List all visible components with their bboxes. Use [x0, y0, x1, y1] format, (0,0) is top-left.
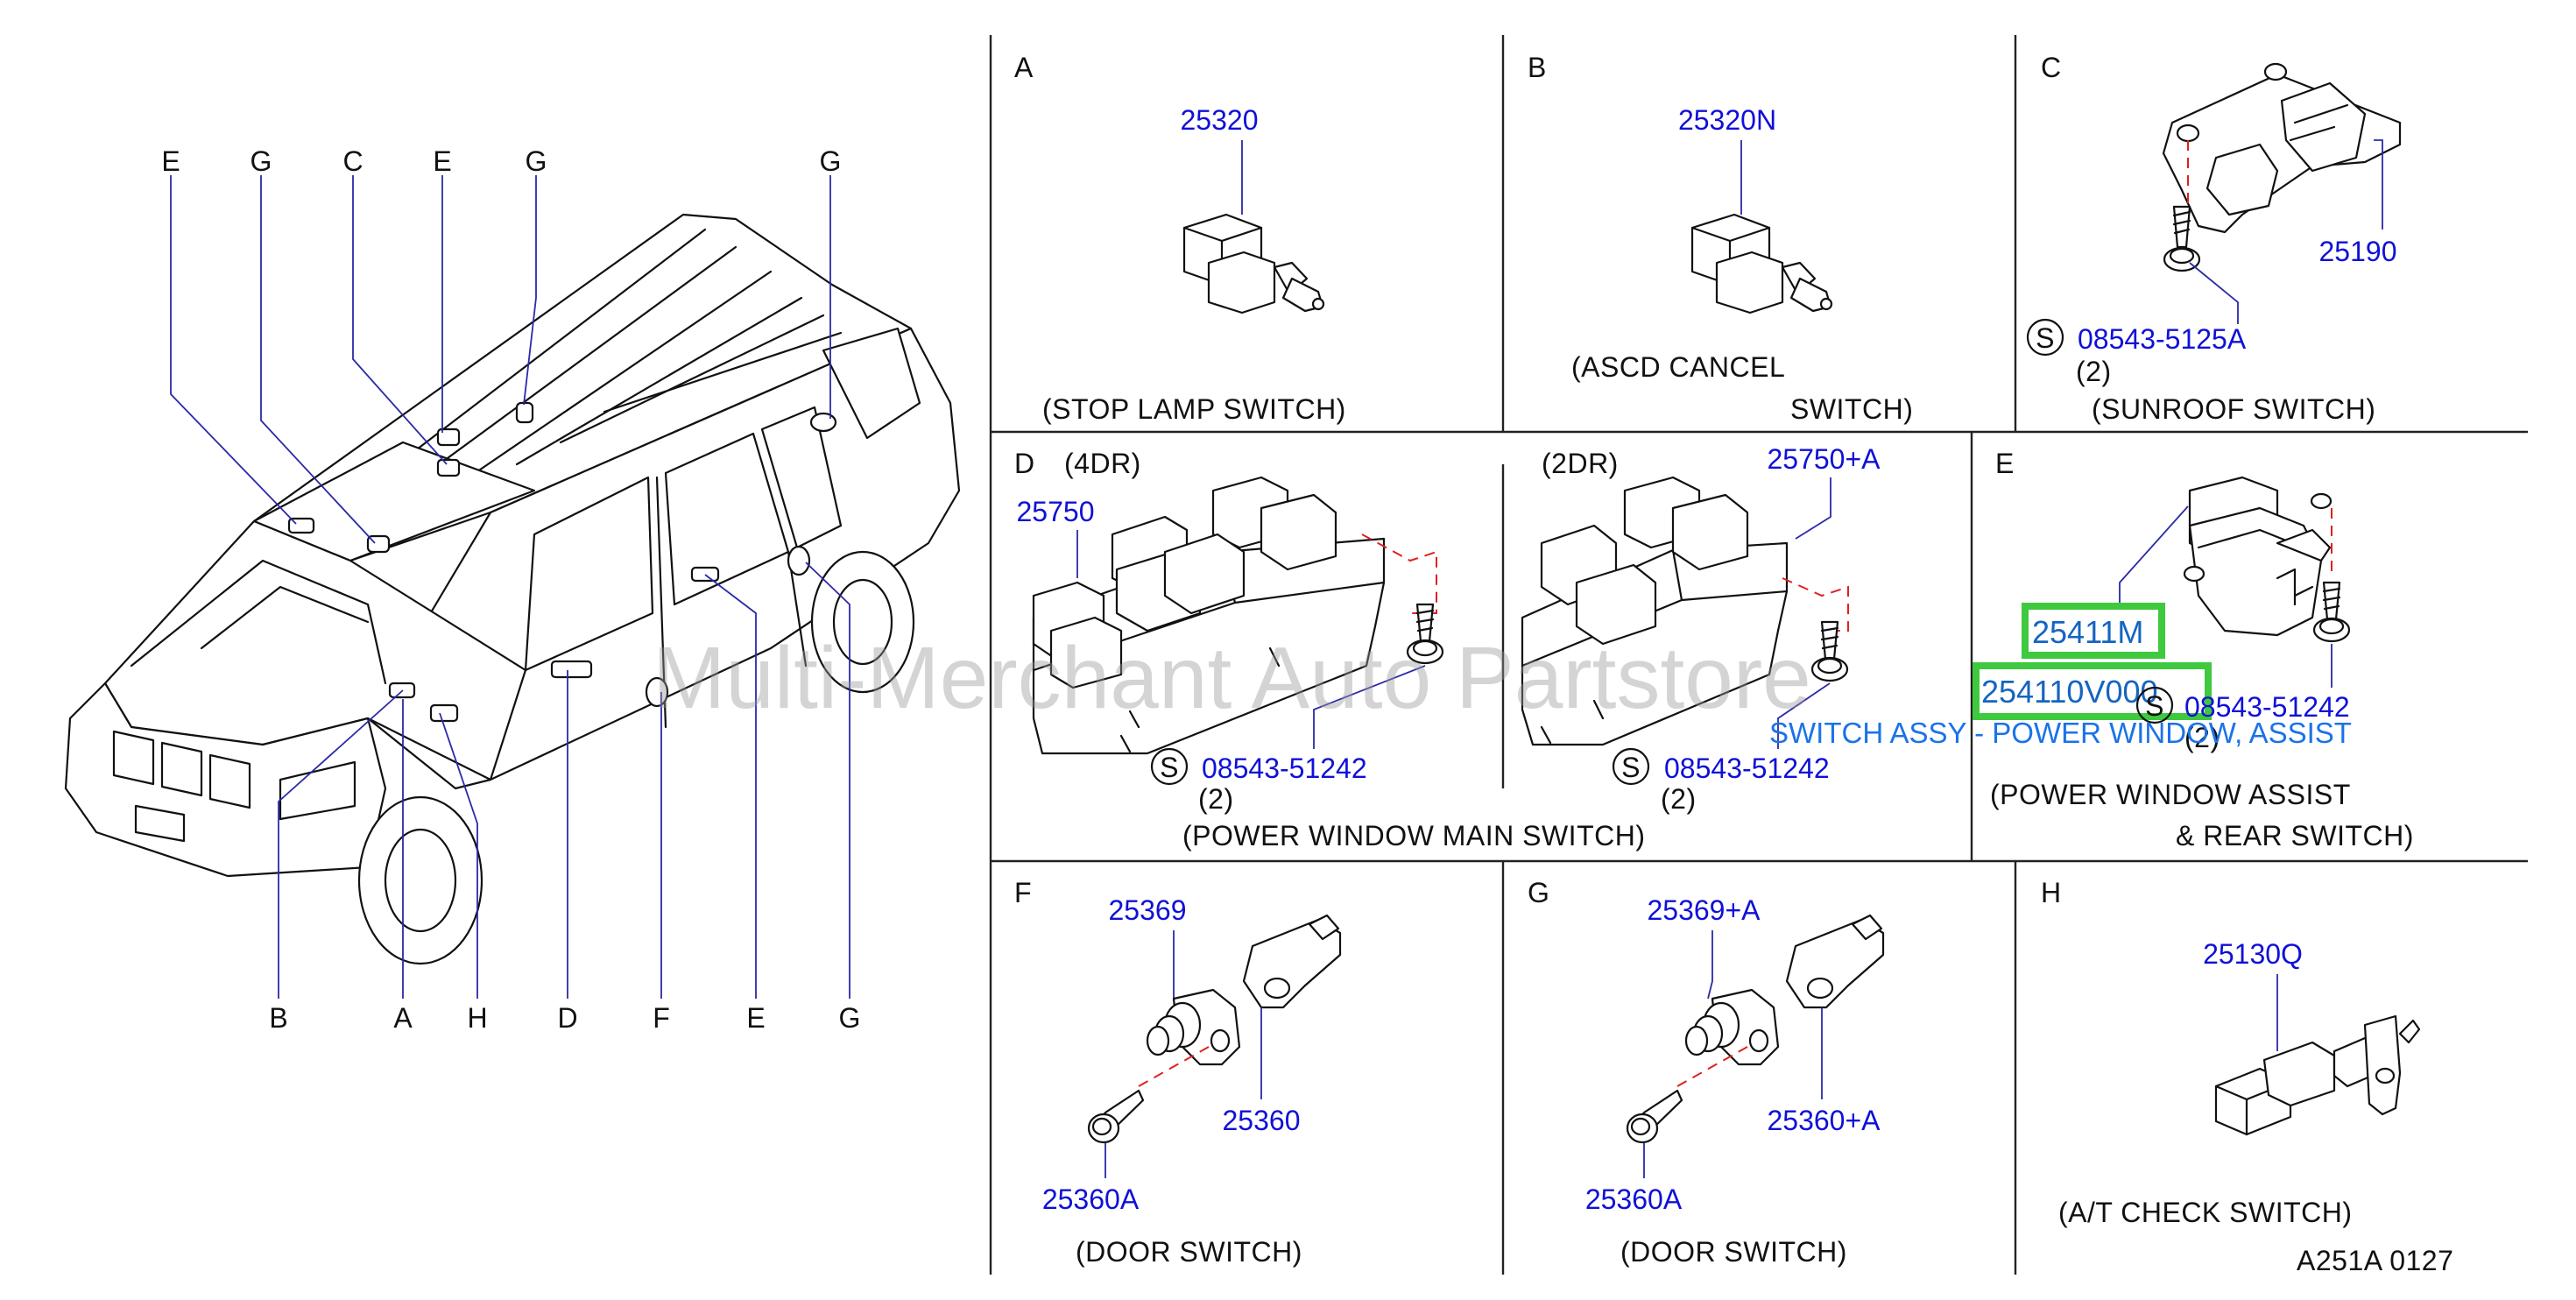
panel-e-part-number[interactable]: 25411M	[2032, 614, 2143, 650]
car-label-bottom-7: G	[839, 1002, 861, 1034]
panel-f-switch-part-number[interactable]: 25369	[1109, 894, 1187, 926]
panel-e-caption-line2: & REAR SWITCH)	[2176, 820, 2414, 851]
door-switch-g-drawing	[1684, 914, 1885, 1066]
power-window-main-switch-4dr-drawing	[1032, 476, 1386, 755]
sunroof-switch-drawing	[2162, 62, 2402, 234]
car-label-bottom-5: F	[653, 1002, 670, 1034]
panel-d-letter: D	[1014, 448, 1035, 479]
car-label-bottom-1: B	[269, 1002, 287, 1034]
car-label-top-5: G	[526, 145, 547, 177]
panel-g-letter: G	[1528, 877, 1549, 908]
panel-g-screw-part-number[interactable]: 25360A	[1585, 1183, 1683, 1215]
panel-d-variant-2dr: (2DR)	[1542, 448, 1619, 479]
door-switch-f-drawing	[1146, 914, 1342, 1066]
panel-h-part-number[interactable]: 25130Q	[2203, 938, 2303, 970]
panel-e-part-highlight-box	[2022, 603, 2165, 659]
vehicle-leaders	[170, 175, 850, 999]
ascd-cancel-switch-drawing	[1690, 213, 1833, 314]
panel-b-letter: B	[1528, 52, 1547, 83]
panel-d-4dr-screw-qty: (2)	[1198, 783, 1234, 815]
at-check-switch-drawing	[2214, 1014, 2421, 1136]
vehicle-illustration	[64, 213, 961, 965]
panel-d: D (4DR) (2DR) 25750 S 08543-5	[1014, 443, 1881, 851]
panel-e-alt-part-highlight-box	[1973, 662, 2212, 720]
panel-d-2dr-screw-symbol-circle	[1612, 747, 1650, 786]
panel-h-letter: H	[2041, 877, 2062, 908]
panel-h: H 25130Q (A/T CHECK SWITCH) A251A 0127	[2041, 877, 2453, 1276]
car-label-bottom-2: A	[393, 1002, 413, 1034]
panel-c-screw-symbol-circle	[2026, 318, 2064, 357]
panel-f-bracket-part-number[interactable]: 25360	[1223, 1105, 1301, 1136]
panel-f-screw-part-number[interactable]: 25360A	[1042, 1183, 1140, 1215]
panel-e-letter: E	[1995, 448, 2015, 479]
panel-a: A 25320 (STOP LAMP SWITCH)	[1014, 52, 1346, 425]
car-label-top-2: G	[251, 145, 272, 177]
panel-a-letter: A	[1014, 52, 1034, 83]
power-window-main-switch-2dr-drawing	[1521, 476, 1789, 746]
panel-g-caption: (DOOR SWITCH)	[1620, 1236, 1847, 1268]
panel-f-letter: F	[1014, 877, 1032, 908]
diagram-code: A251A 0127	[2297, 1245, 2453, 1276]
panel-c: C 25190 S 08543-5125A (2) (SUNROOF SWITC…	[2026, 52, 2402, 425]
car-label-bottom-6: E	[746, 1002, 765, 1034]
watermark-text: Multi-Merchant Auto Partstore	[653, 629, 1811, 727]
panel-d-4dr-screw-drawing	[1406, 603, 1444, 665]
door-switch-g-screw-drawing	[1626, 1089, 1683, 1144]
panel-g: G 25369+A 25360+A 25360A (DOOR SWITCH)	[1528, 877, 1885, 1268]
panel-e-caption-line1: (POWER WINDOW ASSIST	[1990, 779, 2351, 810]
panel-d-caption: (POWER WINDOW MAIN SWITCH)	[1182, 820, 1645, 851]
panel-c-screw-qty: (2)	[2076, 356, 2112, 387]
panel-d-4dr-part-number[interactable]: 25750	[1017, 496, 1095, 527]
panel-a-caption: (STOP LAMP SWITCH)	[1042, 393, 1346, 425]
door-switch-f-screw-drawing	[1087, 1089, 1145, 1144]
stop-lamp-switch-drawing	[1182, 213, 1325, 314]
panel-grid	[989, 35, 2528, 1275]
panel-b-part-number[interactable]: 25320N	[1678, 104, 1776, 136]
panel-d-2dr-screw-qty: (2)	[1661, 783, 1697, 815]
panel-e-screw-qty: (2)	[2184, 722, 2220, 753]
car-label-top-4: E	[433, 145, 451, 177]
panel-d-variant-4dr: (4DR)	[1064, 448, 1141, 479]
car-label-bottom-4: D	[557, 1002, 577, 1034]
car-label-bottom-3: H	[467, 1002, 487, 1034]
panel-b-caption-line1: (ASCD CANCEL	[1571, 351, 1785, 383]
power-window-assist-switch-drawing	[2183, 476, 2333, 637]
panel-d-4dr-screw-symbol: S	[1160, 752, 1179, 783]
panel-f: F 25369 25360 25360A (DOOR SWITCH)	[1014, 877, 1342, 1268]
panel-h-caption: (A/T CHECK SWITCH)	[2058, 1197, 2353, 1228]
panel-e-screw-symbol-circle	[2135, 686, 2174, 724]
panel-c-caption: (SUNROOF SWITCH)	[2092, 393, 2375, 425]
panel-d-2dr-part-number[interactable]: 25750+A	[1767, 443, 1881, 475]
panel-f-caption: (DOOR SWITCH)	[1076, 1236, 1302, 1268]
panel-g-bracket-part-number[interactable]: 25360+A	[1767, 1105, 1881, 1136]
vehicle-callout-labels: E G C E G G B A H D F E G	[161, 145, 860, 1034]
panel-c-letter: C	[2041, 52, 2062, 83]
panel-g-switch-part-number[interactable]: 25369+A	[1647, 894, 1761, 926]
panel-b-caption-line2: SWITCH)	[1790, 393, 1913, 425]
panel-d-2dr-screw-symbol: S	[1621, 752, 1641, 783]
panel-e-annotation: SWITCH ASSY - POWER WINDOW, ASSIST	[1769, 717, 2352, 749]
panel-e-screw-drawing	[2312, 581, 2351, 643]
car-label-top-3: C	[342, 145, 363, 177]
panel-d-4dr-screw-part-number[interactable]: 08543-51242	[1202, 752, 1367, 784]
panel-d-4dr-screw-symbol-circle	[1150, 747, 1189, 786]
panel-a-part-number[interactable]: 25320	[1181, 104, 1259, 136]
car-label-top-6: G	[820, 145, 842, 177]
panel-e-screw-symbol: S	[2145, 690, 2164, 722]
car-label-top-1: E	[161, 145, 180, 177]
panel-d-2dr-screw-drawing	[1810, 620, 1849, 682]
panel-e: E 25411M 254110V000 S 08543-51242 (2) SW…	[1769, 448, 2414, 851]
panel-c-screw-part-number[interactable]: 08543-5125A	[2078, 323, 2247, 355]
sunroof-screw-drawing	[2163, 205, 2201, 272]
panel-d-2dr-screw-part-number[interactable]: 08543-51242	[1664, 752, 1830, 784]
panel-e-screw-part-number[interactable]: 08543-51242	[2184, 691, 2350, 723]
panel-e-alt-part-number[interactable]: 254110V000	[1981, 674, 2158, 710]
panel-b: B 25320N (ASCD CANCEL SWITCH)	[1528, 52, 1913, 425]
panel-c-screw-symbol: S	[2036, 322, 2055, 354]
panel-c-bracket-part-number[interactable]: 25190	[2319, 236, 2397, 267]
